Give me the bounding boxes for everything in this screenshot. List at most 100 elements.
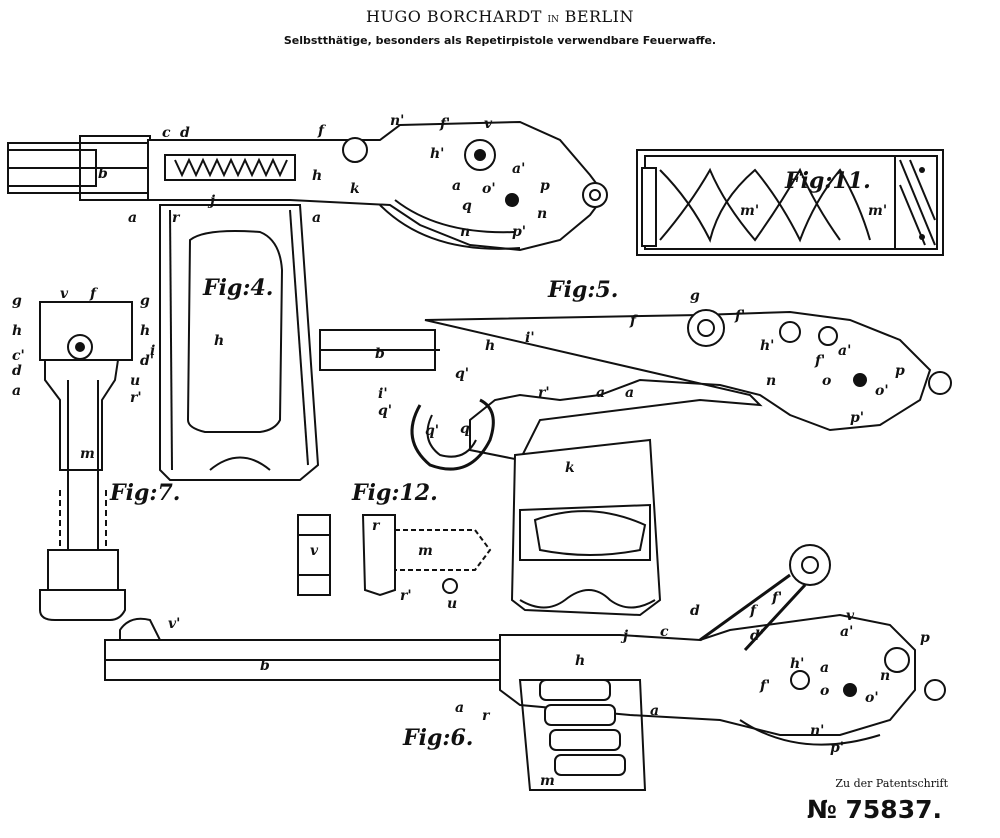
- letter-r1-fig5: r': [538, 385, 550, 401]
- letter-h-right-fig7: h: [140, 323, 150, 339]
- letter-h-fig4: h: [312, 168, 322, 184]
- letter-f1-fig5: f': [734, 308, 745, 324]
- inventor-name: HUGO BORCHARDT: [366, 7, 542, 26]
- letter-n2-fig4: n: [460, 224, 470, 240]
- inventor-city: BERLIN: [564, 7, 634, 26]
- letter-j-fig6: j: [620, 628, 628, 644]
- letter-m1-fig11: m': [740, 203, 759, 219]
- fig7-drawing: [39, 301, 133, 621]
- letter-p1-fig4: p': [512, 224, 526, 240]
- letter-f-fig4: f: [317, 123, 327, 139]
- letter-q1c-fig5: q': [425, 423, 439, 439]
- letter-d-fig6: d: [690, 603, 700, 619]
- patent-note: Zu der Patentschrift: [835, 777, 948, 790]
- letter-n-fig4: n: [537, 206, 547, 222]
- letter-o-fig6: o: [820, 683, 829, 699]
- fig4-label: Fig:4.: [202, 275, 273, 301]
- fig6-drawing: [104, 544, 946, 791]
- letter-n1-fig6: n': [810, 723, 824, 739]
- fig11-label: Fig:11.: [784, 168, 871, 194]
- letter-n1-fig4: n': [390, 113, 404, 129]
- letter-i1-fig5: i': [525, 330, 535, 346]
- letter-a-fig6: a: [455, 700, 464, 716]
- fig4-drawing: [7, 120, 608, 481]
- letter-h-fig5: h: [485, 338, 495, 354]
- letter-d-fig4: d: [180, 125, 190, 141]
- letter-a-fig7: a: [12, 383, 21, 399]
- letter-v-fig4: v: [484, 116, 493, 132]
- letter-g-left-fig7: g: [12, 293, 22, 309]
- letter-a2-fig4: a: [312, 210, 321, 226]
- letter-m-fig6: m: [540, 773, 555, 789]
- letter-q-fig5: q: [460, 421, 470, 437]
- letter-r-fig12: r: [372, 518, 381, 534]
- letter-j-fig4: j: [207, 193, 215, 209]
- letter-b-fig5: b: [375, 346, 385, 362]
- letter-a3-fig6: a: [820, 660, 829, 676]
- fig5-label: Fig:5.: [547, 277, 618, 303]
- letter-a-fig5: a: [625, 385, 634, 401]
- letter-p1-fig5: p': [850, 410, 864, 426]
- fig12-label: Fig:12.: [351, 480, 438, 506]
- patent-subtitle: Selbstthätige, besonders als Repetirpist…: [283, 34, 717, 47]
- letter-b-fig6: b: [260, 658, 270, 674]
- letter-d1-fig6: d': [750, 628, 764, 644]
- letter-d-fig7: d: [12, 363, 22, 379]
- letter-o1-fig6: o': [865, 690, 879, 706]
- letter-q-fig4: q: [462, 198, 472, 214]
- letter-o-fig5: o: [822, 373, 831, 389]
- letter-h1-fig6: h': [790, 656, 804, 672]
- letter-u-fig7: u: [130, 373, 140, 389]
- letter-q1b-fig5: q': [378, 403, 392, 419]
- letter-a1-fig6: a': [840, 624, 853, 640]
- letter-h1-fig4: h': [430, 146, 444, 162]
- letter-r1-fig7: r': [130, 390, 142, 406]
- letter-a2-fig6: a: [650, 703, 659, 719]
- letter-r1-fig12: r': [400, 588, 412, 604]
- letter-f1-fig6: f': [771, 590, 782, 606]
- letter-m-fig7: m: [80, 446, 95, 462]
- fig6-label: Fig:6.: [402, 725, 473, 751]
- letter-a3-fig4: a: [452, 178, 461, 194]
- letter-f1b-fig6: f': [759, 678, 770, 694]
- letter-f-fig5: f: [629, 313, 639, 329]
- fig11-drawing: [636, 149, 944, 256]
- letter-r-fig6: r: [482, 708, 491, 724]
- letter-n-fig5: n: [766, 373, 776, 389]
- letter-p-fig5: p: [895, 363, 905, 379]
- letter-a1-fig5: a': [838, 343, 851, 359]
- letter-f-fig6: f: [749, 603, 759, 619]
- letter-b-fig4: b: [98, 166, 108, 182]
- letter-v-fig12: v: [310, 543, 319, 559]
- letter-f1a-fig5: f': [814, 353, 825, 369]
- letter-i-fig7: i: [150, 343, 155, 359]
- letter-k-fig5: k: [565, 460, 575, 476]
- letter-a1-fig4: a': [512, 161, 525, 177]
- letter-h-fig6: h: [575, 653, 585, 669]
- letter-f1-fig4: f': [439, 116, 450, 132]
- letter-p1-fig6: p': [830, 740, 844, 756]
- letter-u-fig12: u: [447, 596, 457, 612]
- letter-g-right-fig7: g: [140, 293, 150, 309]
- letter-h-left-fig7: h: [12, 323, 22, 339]
- letter-i1b-fig5: i': [378, 386, 388, 402]
- letter-q1-fig5: q': [455, 366, 469, 382]
- letter-p-fig6: p: [920, 630, 930, 646]
- letter-c1-fig7: c': [12, 348, 25, 364]
- letter-v-fig6: v: [846, 608, 855, 624]
- letter-h1-fig5: h': [760, 338, 774, 354]
- letter-a-fig4: a: [128, 210, 137, 226]
- letter-f-fig7: f: [89, 286, 99, 302]
- fig7-label: Fig:7.: [109, 480, 180, 506]
- patent-number: № 75837.: [806, 795, 942, 824]
- fig12-drawing: [297, 514, 492, 597]
- letter-v1-fig6: v': [168, 616, 180, 632]
- letter-p-fig4: p: [540, 178, 550, 194]
- patent-title: HUGO BORCHARDT IN BERLIN: [0, 7, 1000, 26]
- letter-g-fig5: g: [690, 288, 700, 304]
- letter-r-fig4: r: [172, 210, 181, 226]
- letter-m-fig12: m: [418, 543, 433, 559]
- letter-c-fig6: c: [660, 624, 669, 640]
- letter-n-fig6: n: [880, 668, 890, 684]
